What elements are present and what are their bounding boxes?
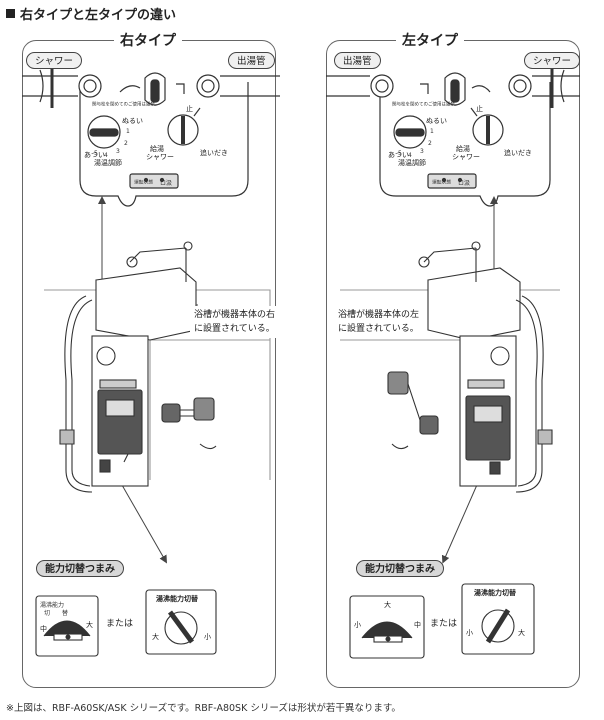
left-valve-warning: 関与栓を閉めてのご使用は厳禁。 bbox=[392, 101, 460, 107]
right-shower-label: シャワー bbox=[26, 52, 83, 69]
right-hot-water-pipe-label: 出湯管 bbox=[228, 52, 275, 69]
left-switch-reheat: 追いだき bbox=[504, 149, 532, 157]
right-or-text: または bbox=[106, 619, 134, 629]
right-indicator-drain: ロ汲 bbox=[160, 180, 173, 187]
right-install-note: 浴槽が機器本体の右 に設置されている。 bbox=[190, 306, 280, 338]
right-switch-reheat: 追いだき bbox=[200, 149, 228, 157]
right-sub-label-capacity: 湯沸能力 bbox=[40, 602, 65, 609]
left-temp-scale-4: 4 bbox=[408, 152, 412, 159]
left-hot-water-pipe-label: 出湯管 bbox=[334, 52, 381, 69]
right-temp-scale-3: 3 bbox=[116, 148, 120, 155]
right-switch-shower: シャワー bbox=[146, 153, 174, 161]
left-switch-supply: 給湯 bbox=[456, 145, 470, 153]
right-temp-scale-1: 1 bbox=[126, 128, 130, 135]
left-dial2-small: 小 bbox=[466, 629, 473, 637]
left-temp-scale-1: 1 bbox=[430, 128, 434, 135]
right-indicator-status: 運転状態 bbox=[134, 179, 154, 186]
left-dial-label-hot: あつい bbox=[388, 151, 409, 159]
left-temp-scale-2: 2 bbox=[428, 140, 432, 147]
right-note-line2: に設置されている。 bbox=[194, 324, 275, 334]
left-indicator-drain: ロ汲 bbox=[458, 180, 471, 187]
left-capacity-switch-label: 能力切替つまみ bbox=[356, 560, 444, 577]
left-shower-label: シャワー bbox=[524, 52, 581, 69]
right-switch-stop: 止 bbox=[186, 105, 193, 113]
left-heater-unit-drawing bbox=[340, 241, 560, 493]
left-note-line2: に設置されている。 bbox=[338, 324, 419, 334]
right-sub-label-large: 大 bbox=[86, 621, 93, 629]
page-heading: 右タイプと左タイプの違い bbox=[6, 4, 176, 23]
left-temp-dial-label: 湯温調節 bbox=[398, 159, 426, 167]
left-switch-shower: シャワー bbox=[452, 153, 480, 161]
right-dial2-large: 大 bbox=[152, 633, 159, 641]
left-capacity-option-b-drawing bbox=[461, 583, 535, 655]
right-temp-dial-label: 湯温調節 bbox=[94, 159, 122, 167]
left-capacity-label: 湯沸能力切替 bbox=[474, 589, 516, 597]
right-temp-scale-2: 2 bbox=[124, 140, 128, 147]
right-temp-scale-5: 5 bbox=[94, 150, 98, 157]
right-sub-label-change: 替 bbox=[62, 610, 69, 617]
left-note-line1: 浴槽が機器本体の左 bbox=[338, 310, 420, 320]
right-sub-label-mid: 中 bbox=[40, 625, 47, 633]
left-dial-label-lukewarm: ぬるい bbox=[426, 117, 447, 125]
right-switch-supply: 給湯 bbox=[150, 145, 164, 153]
left-switch-stop: 止 bbox=[476, 105, 483, 113]
right-capacity-switch-label: 能力切替つまみ bbox=[36, 560, 124, 577]
left-dial2-large: 大 bbox=[518, 629, 525, 637]
left-temp-scale-5: 5 bbox=[398, 150, 402, 157]
bullet-square-icon bbox=[6, 9, 15, 18]
right-heater-unit-drawing bbox=[44, 241, 271, 493]
right-type-title: 右タイプ bbox=[114, 30, 182, 50]
right-dial-label-lukewarm: ぬるい bbox=[122, 117, 143, 125]
right-valve-warning: 関与栓を閉めてのご使用は厳禁。 bbox=[92, 101, 160, 107]
left-control-panel-drawing bbox=[326, 64, 580, 207]
left-install-note: 浴槽が機器本体の左 に設置されている。 bbox=[334, 306, 424, 338]
left-sub-label-large: 大 bbox=[384, 601, 391, 609]
left-or-text: または bbox=[430, 619, 458, 629]
right-capacity-option-a-drawing bbox=[35, 595, 99, 657]
left-sub-label-small: 小 bbox=[354, 621, 361, 629]
right-dial2-small: 小 bbox=[204, 633, 211, 641]
right-capacity-option-b-drawing bbox=[145, 589, 217, 655]
left-indicator-status: 運転状態 bbox=[432, 179, 452, 186]
left-sub-label-mid: 中 bbox=[414, 621, 421, 629]
footnote: ※上図は、RBF-A60SK/ASK シリーズです。RBF-A80SK シリーズ… bbox=[6, 703, 401, 714]
left-capacity-option-a-drawing bbox=[349, 595, 425, 659]
right-dial-label-hot: あつい bbox=[84, 151, 105, 159]
left-type-title: 左タイプ bbox=[396, 30, 464, 50]
heading-text: 右タイプと左タイプの違い bbox=[20, 8, 177, 23]
right-temp-scale-4: 4 bbox=[104, 152, 108, 159]
left-temp-scale-3: 3 bbox=[420, 148, 424, 155]
right-capacity-label: 湯沸能力切替 bbox=[156, 595, 198, 603]
right-sub-label-cut: 切 bbox=[44, 610, 51, 617]
right-note-line1: 浴槽が機器本体の右 bbox=[194, 310, 276, 320]
right-control-panel-drawing bbox=[22, 64, 280, 207]
